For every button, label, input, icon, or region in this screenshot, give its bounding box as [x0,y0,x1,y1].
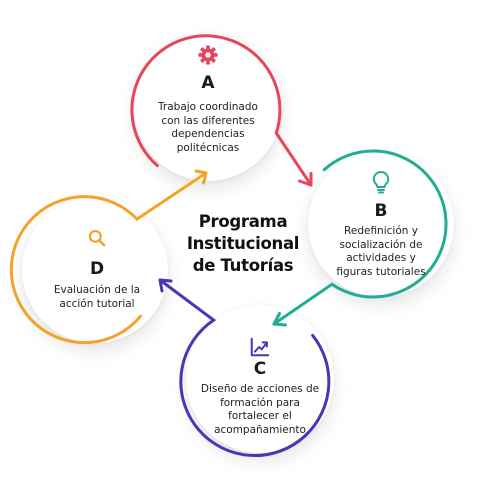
step-a-text: Trabajo coordinado con las diferentes de… [158,101,258,154]
step-b-text: Redefinición y socialización de activida… [336,225,426,278]
step-c-text: Diseño de acciones de formación para for… [200,383,320,436]
circle-c-background [186,305,334,453]
center-title: Programa Institucional de Tutorías [186,212,300,275]
search-icon [88,229,106,247]
arc-b [272,149,448,326]
step-b: B Redefinición y socialización de activi… [318,170,444,279]
arc-a [130,34,313,187]
gear-icon [198,45,218,65]
arrow-head-b [272,312,287,327]
step-c: C Diseño de acciones de formación para f… [194,336,326,437]
arrow-head-a [298,172,313,187]
circle-d-background [22,197,168,343]
step-d-text: Evaluación de la acción tutorial [53,284,141,310]
arrow-head-c [158,278,173,293]
lightbulb-icon [372,170,390,194]
step-b-letter: B [374,201,388,221]
step-d-letter: D [89,259,105,279]
trending-chart-icon [250,337,270,357]
step-a-letter: A [201,73,215,93]
arc-d [9,171,208,345]
arrow-head-d [194,169,208,185]
circle-b-background [308,151,454,297]
arc-c [158,278,331,457]
step-d: D Evaluación de la acción tutorial [34,228,160,311]
step-c-letter: C [253,359,267,379]
step-a: A Trabajo coordinado con las diferentes … [142,44,274,155]
